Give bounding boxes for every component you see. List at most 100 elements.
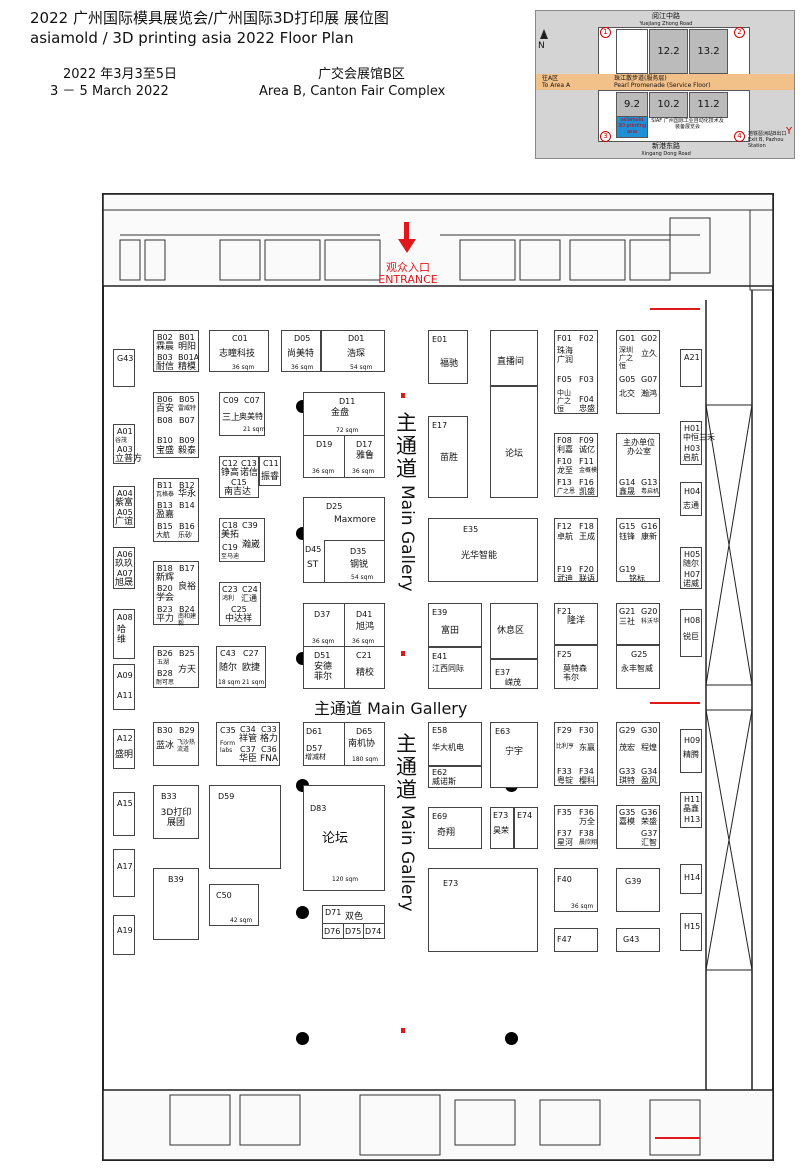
booth-c01[interactable]: C01 志瞳科技 36 sqm [209, 330, 269, 372]
booth-f47[interactable]: F47 [554, 928, 598, 952]
booth-c11[interactable]: C11 振睿 [259, 456, 281, 486]
booth-name: 新辉 [156, 573, 175, 583]
booth-e73[interactable]: E73 [428, 868, 538, 952]
booth-e41[interactable]: E41 江西同际 [428, 647, 482, 689]
booth-e69[interactable]: E69 奇翔 [428, 807, 482, 849]
booth-b33[interactable]: B33 3D打印展团 [153, 785, 199, 839]
booth-d25-group[interactable]: D25 Maxmore D45 ST D35 钢锐 54 sqm [303, 497, 385, 583]
booth-a21[interactable]: A19 [113, 915, 135, 955]
booth-h15[interactable]: H14 [680, 864, 702, 894]
booth-h17[interactable]: H15 [680, 913, 702, 951]
booth-id: D61 [306, 727, 323, 736]
booth-name: 广谊 [115, 517, 134, 527]
booth-e37[interactable]: E37 嵘茂 [490, 659, 538, 689]
booth-name: 尚美特 [287, 349, 315, 359]
booth-f40[interactable]: F40 36 sqm [554, 868, 598, 912]
booth-name: 雷威特 [178, 405, 197, 412]
booth-d57-group[interactable]: D61 D57 增减材 D65 南机协 180 sqm [303, 722, 385, 766]
booth-name: 盛明 [115, 750, 134, 760]
booth-e73-small[interactable]: E73 昊荣 [490, 807, 514, 849]
booth-id: H03 [684, 444, 701, 453]
booth-f25[interactable]: F25 莫特森韦尔 [554, 645, 598, 689]
locator-hall-10: 10.2 [649, 92, 688, 118]
booth-g43[interactable]: G43 [616, 928, 660, 952]
booth-d71-group[interactable]: D71 双色 D76 D75 D74 [322, 905, 385, 939]
divider [343, 923, 344, 938]
lounge[interactable]: 休息区 [490, 603, 538, 659]
booth-e39[interactable]: E39 富田 [428, 603, 482, 647]
booth-id: C12 [222, 459, 238, 468]
booth-d05[interactable]: D05 尚美特 36 sqm [281, 330, 321, 372]
booth-f21[interactable]: F21 隆洋 [554, 603, 598, 645]
booth-a19[interactable]: A17 [113, 849, 135, 897]
booth-g39[interactable]: G39 [616, 868, 660, 912]
live-room[interactable]: 直播间 [490, 330, 538, 386]
booth-g25[interactable]: G25 永丰智威 [616, 645, 660, 689]
booth-name: 铮高 [221, 468, 240, 478]
forum-room[interactable]: 论坛 [490, 386, 538, 498]
booth-e74[interactable]: E74 [514, 807, 538, 849]
booth-name: 深圳广之恒 [619, 346, 633, 370]
gate-2-icon: 2 [734, 27, 745, 38]
booth-e58-group[interactable]: E58 华大机电 [428, 722, 482, 766]
booth-c50[interactable]: C50 42 sqm [209, 884, 259, 926]
booth-d01[interactable]: D01 浩琛 54 sqm [321, 330, 385, 372]
booth-id: A09 [117, 671, 133, 680]
booth-d65[interactable]: D83 论坛 120 sqm [303, 785, 385, 891]
booth-id: F16 [579, 478, 594, 487]
date-chinese: 2022 年3月3至5日 [63, 67, 178, 82]
booth-a17[interactable]: A15 [113, 792, 135, 836]
booth-e35[interactable]: E35 光华智能 [428, 518, 538, 582]
booth-area: 180 sqm [352, 756, 379, 763]
booth-area: 36 sqm [291, 364, 314, 371]
road-top-en: Yuejiang Zhong Road [639, 21, 693, 27]
booth-d83[interactable]: D59 [209, 785, 281, 869]
booth-a01[interactable]: G43 [113, 349, 135, 387]
booth-e62[interactable]: E62 威诺斯 [428, 766, 482, 788]
booth-id: D01 [348, 334, 365, 343]
booth-e01[interactable]: E01 福驰 [428, 330, 468, 384]
booth-e63[interactable]: E63 宁宇 [490, 722, 538, 788]
locator-hall-11: 11.2 [689, 92, 728, 118]
booth-b39[interactable]: B39 [153, 868, 199, 940]
booth-h01[interactable]: A21 [680, 349, 702, 387]
booth-e17[interactable]: E17 苗胜 [428, 416, 468, 498]
